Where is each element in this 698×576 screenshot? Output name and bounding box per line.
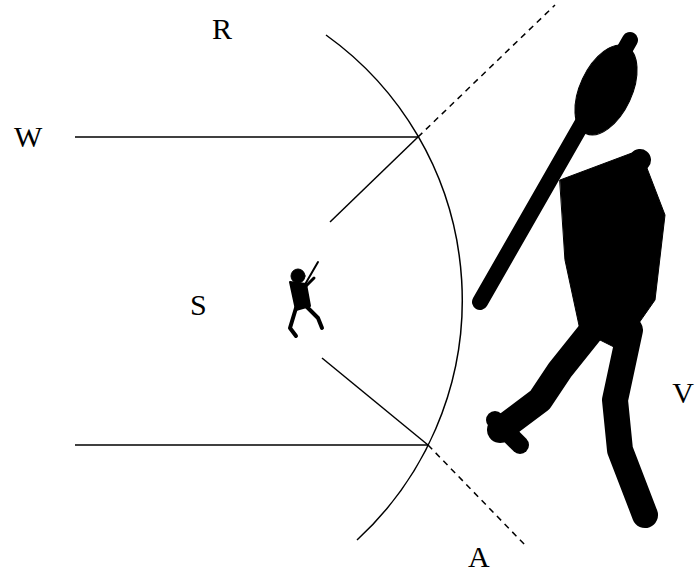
- reflected-ray: [322, 358, 428, 445]
- small-figure: [290, 262, 322, 336]
- point-label: R: [212, 14, 232, 44]
- point-label: W: [14, 122, 42, 152]
- dashed-extension: [428, 445, 525, 545]
- incoming-ray: [75, 444, 428, 446]
- point-label: S: [190, 290, 207, 320]
- point-label: V: [672, 378, 694, 408]
- dashed-extension: [418, 5, 555, 137]
- point-label: A: [468, 542, 490, 572]
- large-figure: [480, 36, 665, 515]
- reflected-ray: [330, 137, 418, 222]
- incoming-ray: [75, 136, 418, 138]
- mirror-arc: [326, 35, 462, 540]
